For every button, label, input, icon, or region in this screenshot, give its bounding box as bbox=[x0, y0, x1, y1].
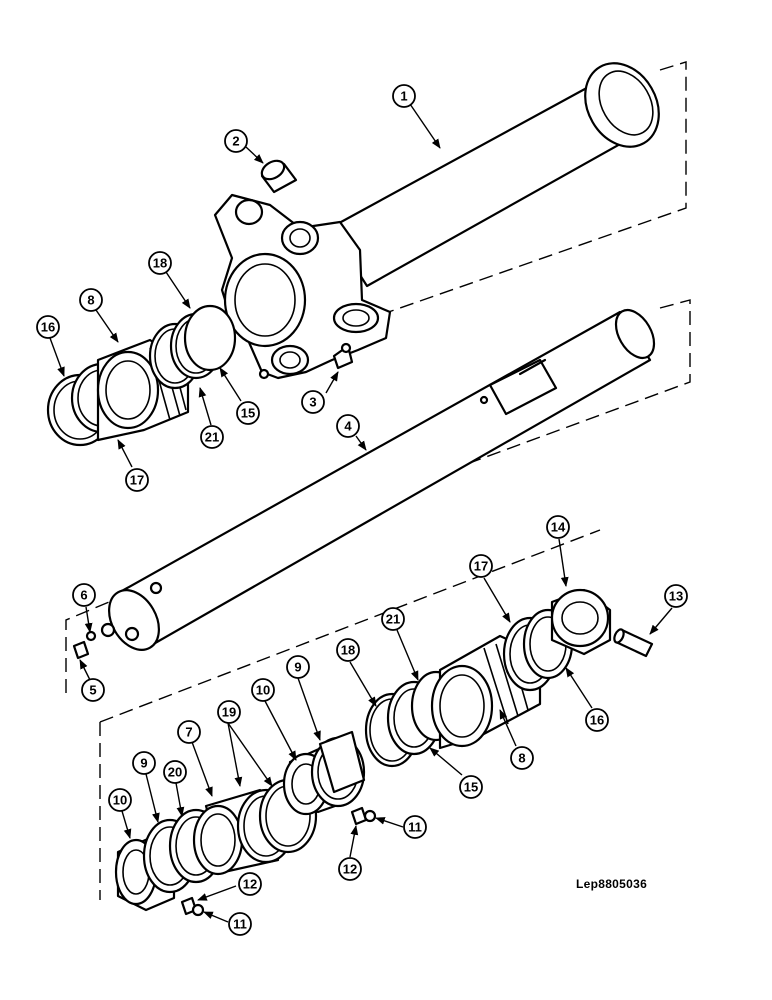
svg-text:10: 10 bbox=[113, 793, 127, 808]
figure-reference-label: Lep8805036 bbox=[576, 877, 648, 891]
svg-text:16: 16 bbox=[41, 320, 55, 335]
callout-12-left: 12 bbox=[238, 872, 262, 896]
callout-13: 13 bbox=[664, 584, 688, 608]
callout-18-upper: 18 bbox=[148, 251, 172, 275]
svg-text:17: 17 bbox=[130, 473, 144, 488]
assembly-guide-lines bbox=[65, 61, 691, 900]
callout-21-upper: 21 bbox=[200, 425, 224, 449]
svg-text:11: 11 bbox=[233, 917, 247, 932]
callout-16-lower: 16 bbox=[585, 708, 609, 732]
svg-text:16: 16 bbox=[590, 713, 604, 728]
svg-text:8: 8 bbox=[518, 751, 525, 766]
upper-head-assembly bbox=[46, 304, 237, 447]
svg-text:6: 6 bbox=[80, 588, 87, 603]
svg-text:1: 1 bbox=[400, 89, 407, 104]
callout-16-upper: 16 bbox=[36, 315, 60, 339]
lower-head-assembly bbox=[364, 588, 612, 768]
callout-9-lower: 9 bbox=[132, 751, 156, 775]
callout-2: 2 bbox=[224, 129, 248, 153]
svg-text:18: 18 bbox=[153, 256, 167, 271]
svg-text:21: 21 bbox=[386, 612, 400, 627]
grease-fitting bbox=[332, 342, 354, 370]
plug bbox=[260, 159, 298, 194]
callout-11-left: 11 bbox=[228, 912, 252, 936]
svg-text:12: 12 bbox=[243, 877, 257, 892]
callout-3: 3 bbox=[301, 390, 325, 414]
set-screws-and-nuts bbox=[180, 806, 377, 917]
callout-17-upper: 17 bbox=[125, 468, 149, 492]
callout-6: 6 bbox=[72, 583, 96, 607]
callout-10-upper: 10 bbox=[251, 678, 275, 702]
svg-text:7: 7 bbox=[185, 725, 192, 740]
callout-15-upper: 15 bbox=[236, 401, 260, 425]
svg-text:19: 19 bbox=[222, 705, 236, 720]
callout-12-right: 12 bbox=[338, 857, 362, 881]
svg-text:15: 15 bbox=[464, 780, 478, 795]
svg-text:5: 5 bbox=[89, 683, 96, 698]
svg-text:9: 9 bbox=[294, 660, 301, 675]
svg-text:14: 14 bbox=[551, 520, 566, 535]
callout-4: 4 bbox=[336, 414, 360, 438]
svg-text:10: 10 bbox=[256, 683, 270, 698]
callout-17-lower: 17 bbox=[469, 554, 493, 578]
svg-text:20: 20 bbox=[168, 765, 182, 780]
piston-rod bbox=[100, 309, 656, 651]
svg-text:4: 4 bbox=[344, 419, 352, 434]
callout-8-upper: 8 bbox=[79, 288, 103, 312]
svg-text:9: 9 bbox=[140, 756, 147, 771]
callout-5: 5 bbox=[81, 678, 105, 702]
svg-text:18: 18 bbox=[341, 643, 355, 658]
svg-text:2: 2 bbox=[232, 134, 239, 149]
callout-20: 20 bbox=[163, 760, 187, 784]
svg-text:8: 8 bbox=[87, 293, 94, 308]
callout-1: 1 bbox=[392, 84, 416, 108]
pin bbox=[613, 628, 654, 658]
callout-9-upper: 9 bbox=[286, 655, 310, 679]
svg-text:13: 13 bbox=[669, 589, 683, 604]
piston-assembly bbox=[114, 730, 366, 912]
callout-10-lower: 10 bbox=[108, 788, 132, 812]
svg-text:11: 11 bbox=[408, 820, 422, 835]
cylinder-barrel bbox=[213, 62, 660, 380]
callout-15-lower: 15 bbox=[459, 775, 483, 799]
callout-7: 7 bbox=[177, 720, 201, 744]
svg-text:15: 15 bbox=[241, 406, 255, 421]
svg-text:21: 21 bbox=[205, 430, 219, 445]
callout-14: 14 bbox=[546, 515, 570, 539]
callout-19: 19 bbox=[217, 700, 241, 724]
set-screw-and-nut bbox=[72, 630, 97, 660]
callout-18-lower: 18 bbox=[336, 638, 360, 662]
leader-lines bbox=[49, 103, 673, 923]
svg-text:3: 3 bbox=[309, 395, 316, 410]
svg-text:17: 17 bbox=[474, 559, 488, 574]
callout-8-lower: 8 bbox=[510, 746, 534, 770]
callout-21-lower: 21 bbox=[381, 607, 405, 631]
svg-text:12: 12 bbox=[343, 862, 357, 877]
callout-11-right: 11 bbox=[403, 815, 427, 839]
